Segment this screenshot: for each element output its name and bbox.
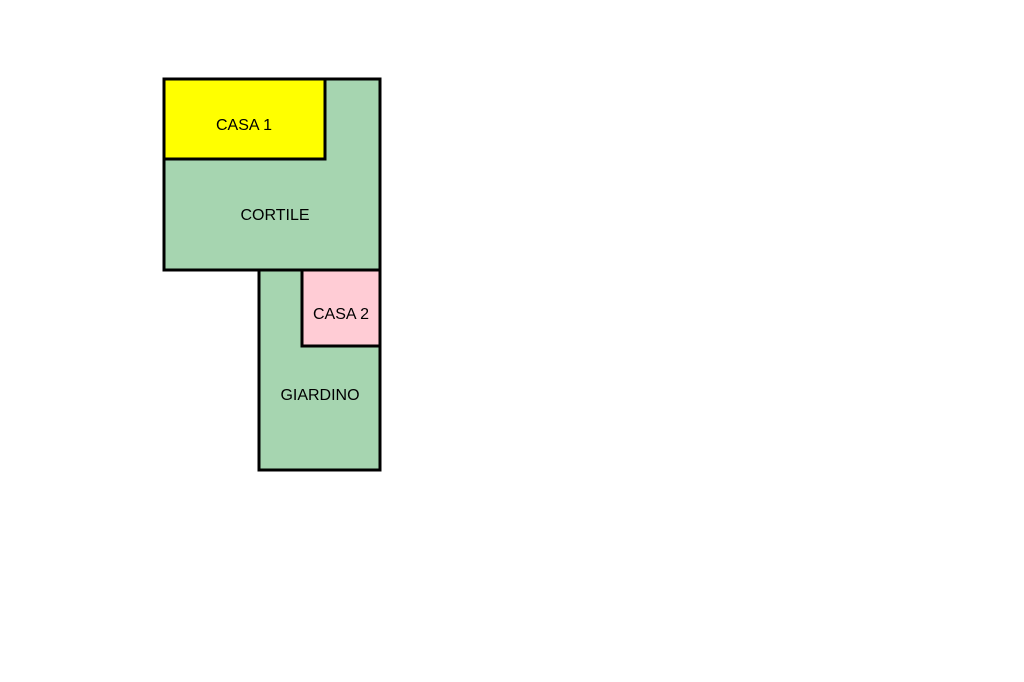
giardino-label: GIARDINO	[280, 387, 359, 404]
cortile-label: CORTILE	[240, 207, 309, 224]
casa-1-area	[162, 77, 327, 161]
casa-2-area	[300, 268, 382, 348]
casa-1-label: CASA 1	[216, 117, 272, 134]
green-area	[162, 77, 382, 472]
casa-2-label: CASA 2	[313, 306, 369, 323]
